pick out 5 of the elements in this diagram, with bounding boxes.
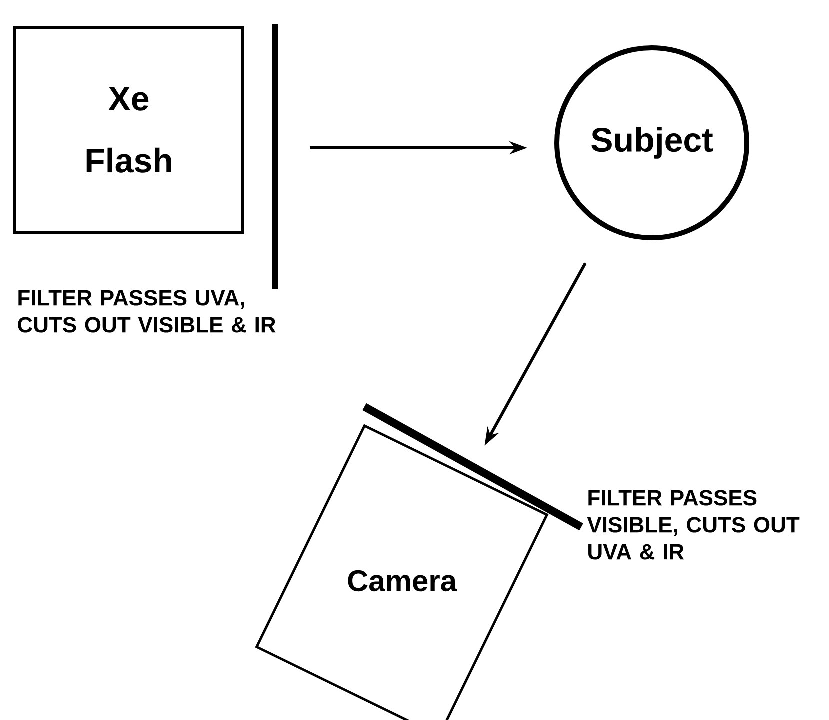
filter-bar [362,403,584,531]
filter-caption: FILTER PASSES UVA, CUTS OUT VISIBLE & IR [18,290,276,333]
flash-box: Xe Flash [14,26,244,234]
filter-bar [272,24,278,290]
filter-caption: FILTER PASSES VISIBLE, CUTS OUT UVA & IR [587,490,800,560]
